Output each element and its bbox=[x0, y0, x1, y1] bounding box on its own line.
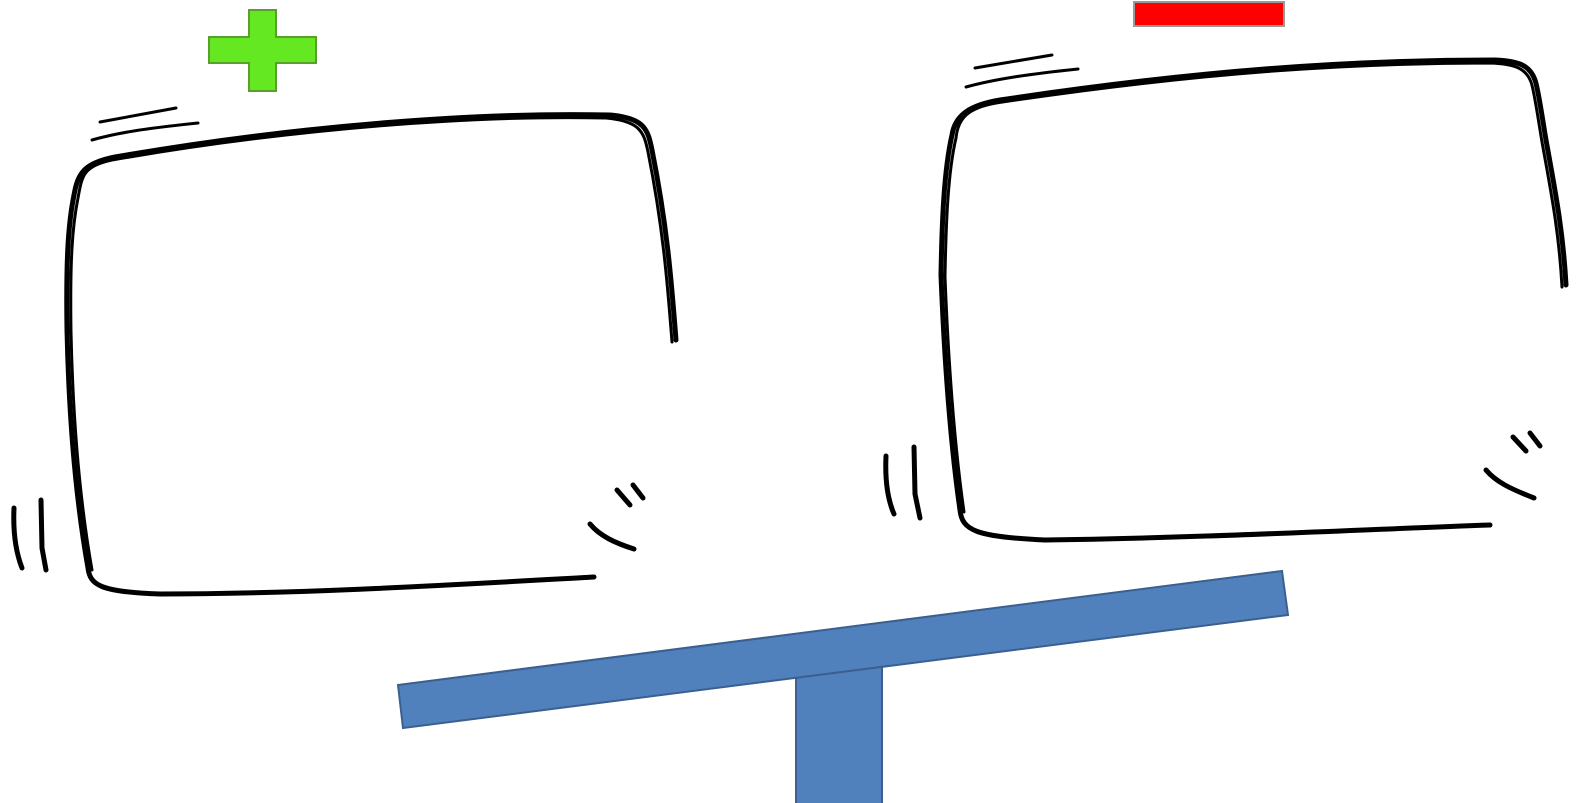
left-box-motion-marks-left bbox=[14, 500, 46, 570]
right-box-motion-marks-left bbox=[886, 447, 920, 518]
right-box-motion-marks-top bbox=[966, 55, 1078, 87]
left-box-outline-doubled bbox=[71, 118, 672, 570]
left-box-motion-marks-bottom bbox=[590, 485, 643, 549]
right-sketch-box bbox=[886, 55, 1566, 540]
left-sketch-box bbox=[14, 108, 676, 594]
left-box-motion-marks-top bbox=[92, 108, 198, 140]
minus-icon bbox=[1134, 2, 1284, 26]
fulcrum-stand bbox=[796, 660, 882, 803]
plus-icon bbox=[209, 10, 316, 91]
right-box-outline-doubled bbox=[945, 63, 1562, 512]
right-box-outline bbox=[941, 60, 1566, 540]
right-box-motion-marks-bottom bbox=[1486, 433, 1540, 498]
left-box-outline bbox=[67, 115, 676, 594]
